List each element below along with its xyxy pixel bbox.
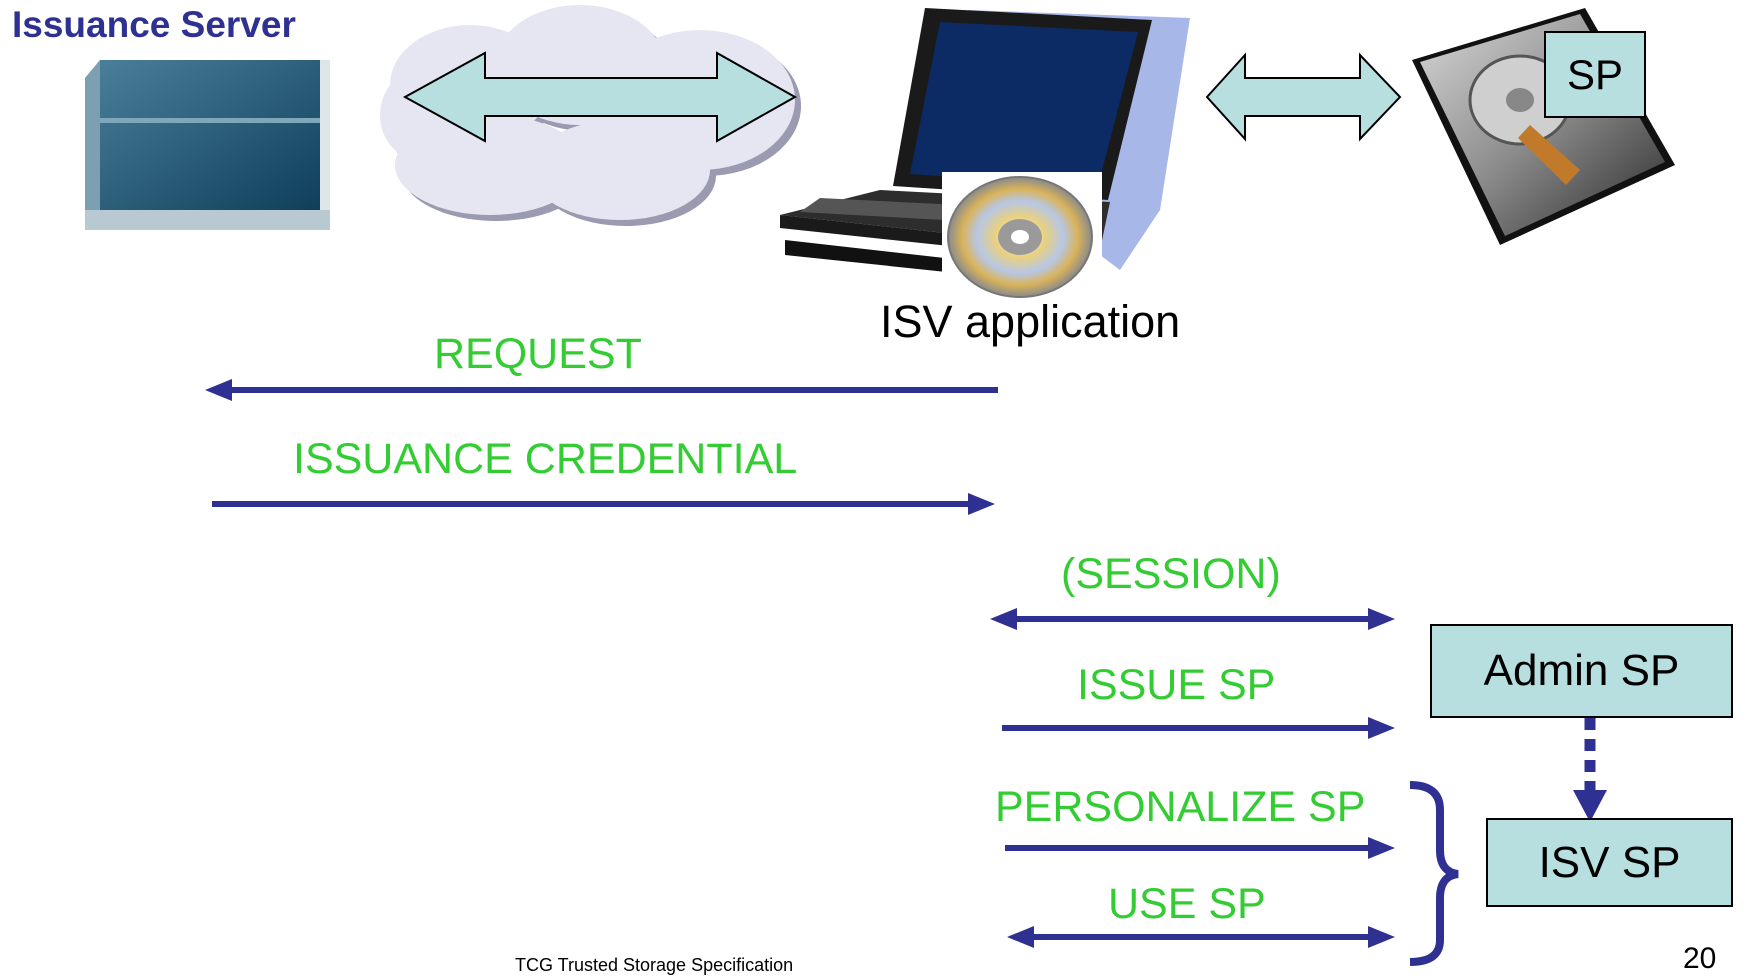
server-icon (85, 60, 330, 230)
cd-icon (947, 176, 1093, 298)
sp-group-brace (1409, 781, 1459, 966)
isv-application-label: ISV application (880, 296, 1181, 347)
device-double-arrow (1205, 52, 1402, 142)
use-sp-label: USE SP (1108, 880, 1266, 928)
issuance-server-title: Issuance Server (12, 4, 296, 45)
use-sp-arrow (1007, 926, 1395, 948)
request-label: REQUEST (434, 330, 642, 378)
session-arrow (990, 608, 1395, 630)
page-number: 20 (1683, 942, 1717, 975)
personalize-sp-arrow (1005, 837, 1395, 859)
isv-sp-box: ISV SP (1486, 818, 1733, 907)
issuance-credential-label: ISSUANCE CREDENTIAL (293, 435, 798, 483)
footer-spec-title: TCG Trusted Storage Specification (515, 955, 794, 975)
issue-sp-arrow (1002, 717, 1395, 739)
disk-sp-label: SP (1544, 31, 1646, 118)
admin-sp-box: Admin SP (1430, 624, 1733, 718)
issuance-credential-arrow (212, 493, 995, 515)
session-label: (SESSION) (1061, 550, 1281, 598)
request-arrow (205, 379, 998, 401)
issue-sp-label: ISSUE SP (1077, 661, 1276, 709)
admin-to-isv-arrow (1573, 718, 1607, 822)
personalize-sp-label: PERSONALIZE SP (995, 783, 1366, 831)
cloud-double-arrow (402, 51, 798, 143)
